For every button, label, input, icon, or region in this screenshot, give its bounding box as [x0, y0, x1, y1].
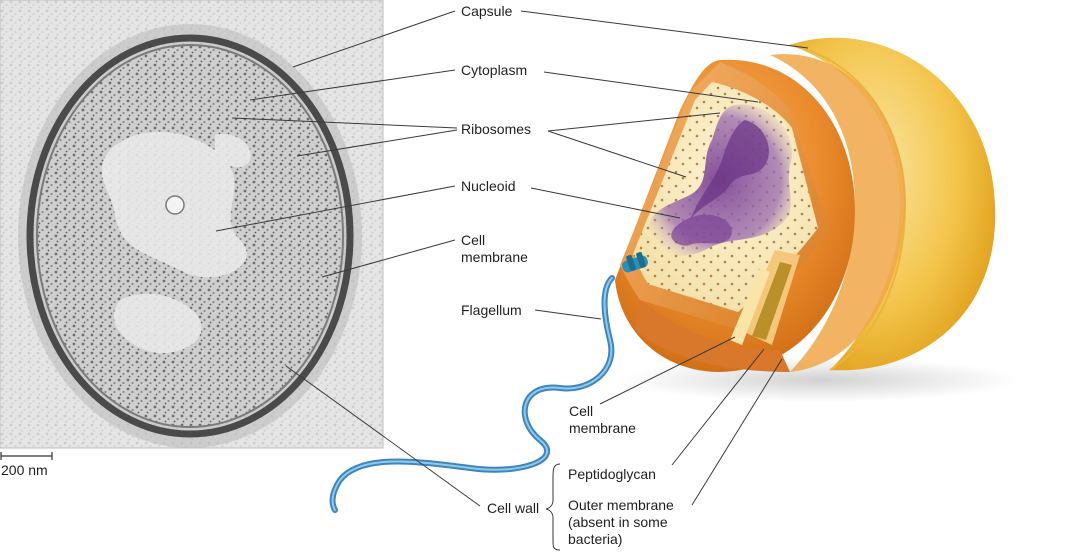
- leader-flagellum: [534, 309, 602, 320]
- capsule-layer: [790, 37, 996, 371]
- label-capsule: Capsule: [461, 3, 513, 19]
- leader-outer-membrane: [691, 358, 783, 506]
- leader-lines: [215, 10, 809, 551]
- label-ribosomes: Ribosomes: [461, 121, 532, 137]
- leader-ribosomes-left-1: [231, 117, 458, 129]
- leader-cell-membrane-bottom: [599, 336, 736, 405]
- nucleoid-mass: [647, 104, 792, 256]
- leader-ribosomes-left-2: [296, 129, 458, 157]
- leader-nucleoid-right: [530, 187, 681, 219]
- leader-peptidoglycan: [671, 348, 765, 466]
- label-nucleoid: Nucleoid: [461, 178, 516, 194]
- flagellum-base: [622, 251, 648, 273]
- micrograph-cell-wall: [26, 34, 354, 438]
- leader-capsule-left: [292, 10, 456, 68]
- scale-bar: [0, 452, 53, 460]
- label-outer-membrane: Outer membrane (absent in some bacteria): [568, 497, 674, 547]
- scale-bar-label: 200 nm: [1, 462, 48, 478]
- label-peptidoglycan: Peptidoglycan: [568, 466, 656, 482]
- label-cell-membrane-top: Cell membrane: [461, 232, 528, 265]
- label-cell-membrane-bottom: Cell membrane: [569, 403, 636, 436]
- micrograph-panel: [0, 0, 384, 449]
- leader-ribosomes-right-2: [547, 130, 687, 178]
- leader-ribosomes-right-1: [547, 112, 721, 132]
- label-cytoplasm: Cytoplasm: [461, 62, 528, 78]
- leader-cell-membrane-top: [321, 239, 456, 278]
- leader-cytoplasm-right: [543, 71, 759, 103]
- leader-capsule-right: [520, 10, 809, 49]
- cell-cutaway-illustration: [615, 37, 1020, 402]
- leader-cell-wall: [285, 365, 481, 507]
- cell-wall-bracket: [545, 463, 561, 551]
- leader-nucleoid-left: [215, 185, 456, 232]
- leader-cytoplasm-left: [249, 69, 456, 101]
- label-cell-wall: Cell wall: [487, 500, 540, 516]
- label-flagellum: Flagellum: [461, 302, 522, 318]
